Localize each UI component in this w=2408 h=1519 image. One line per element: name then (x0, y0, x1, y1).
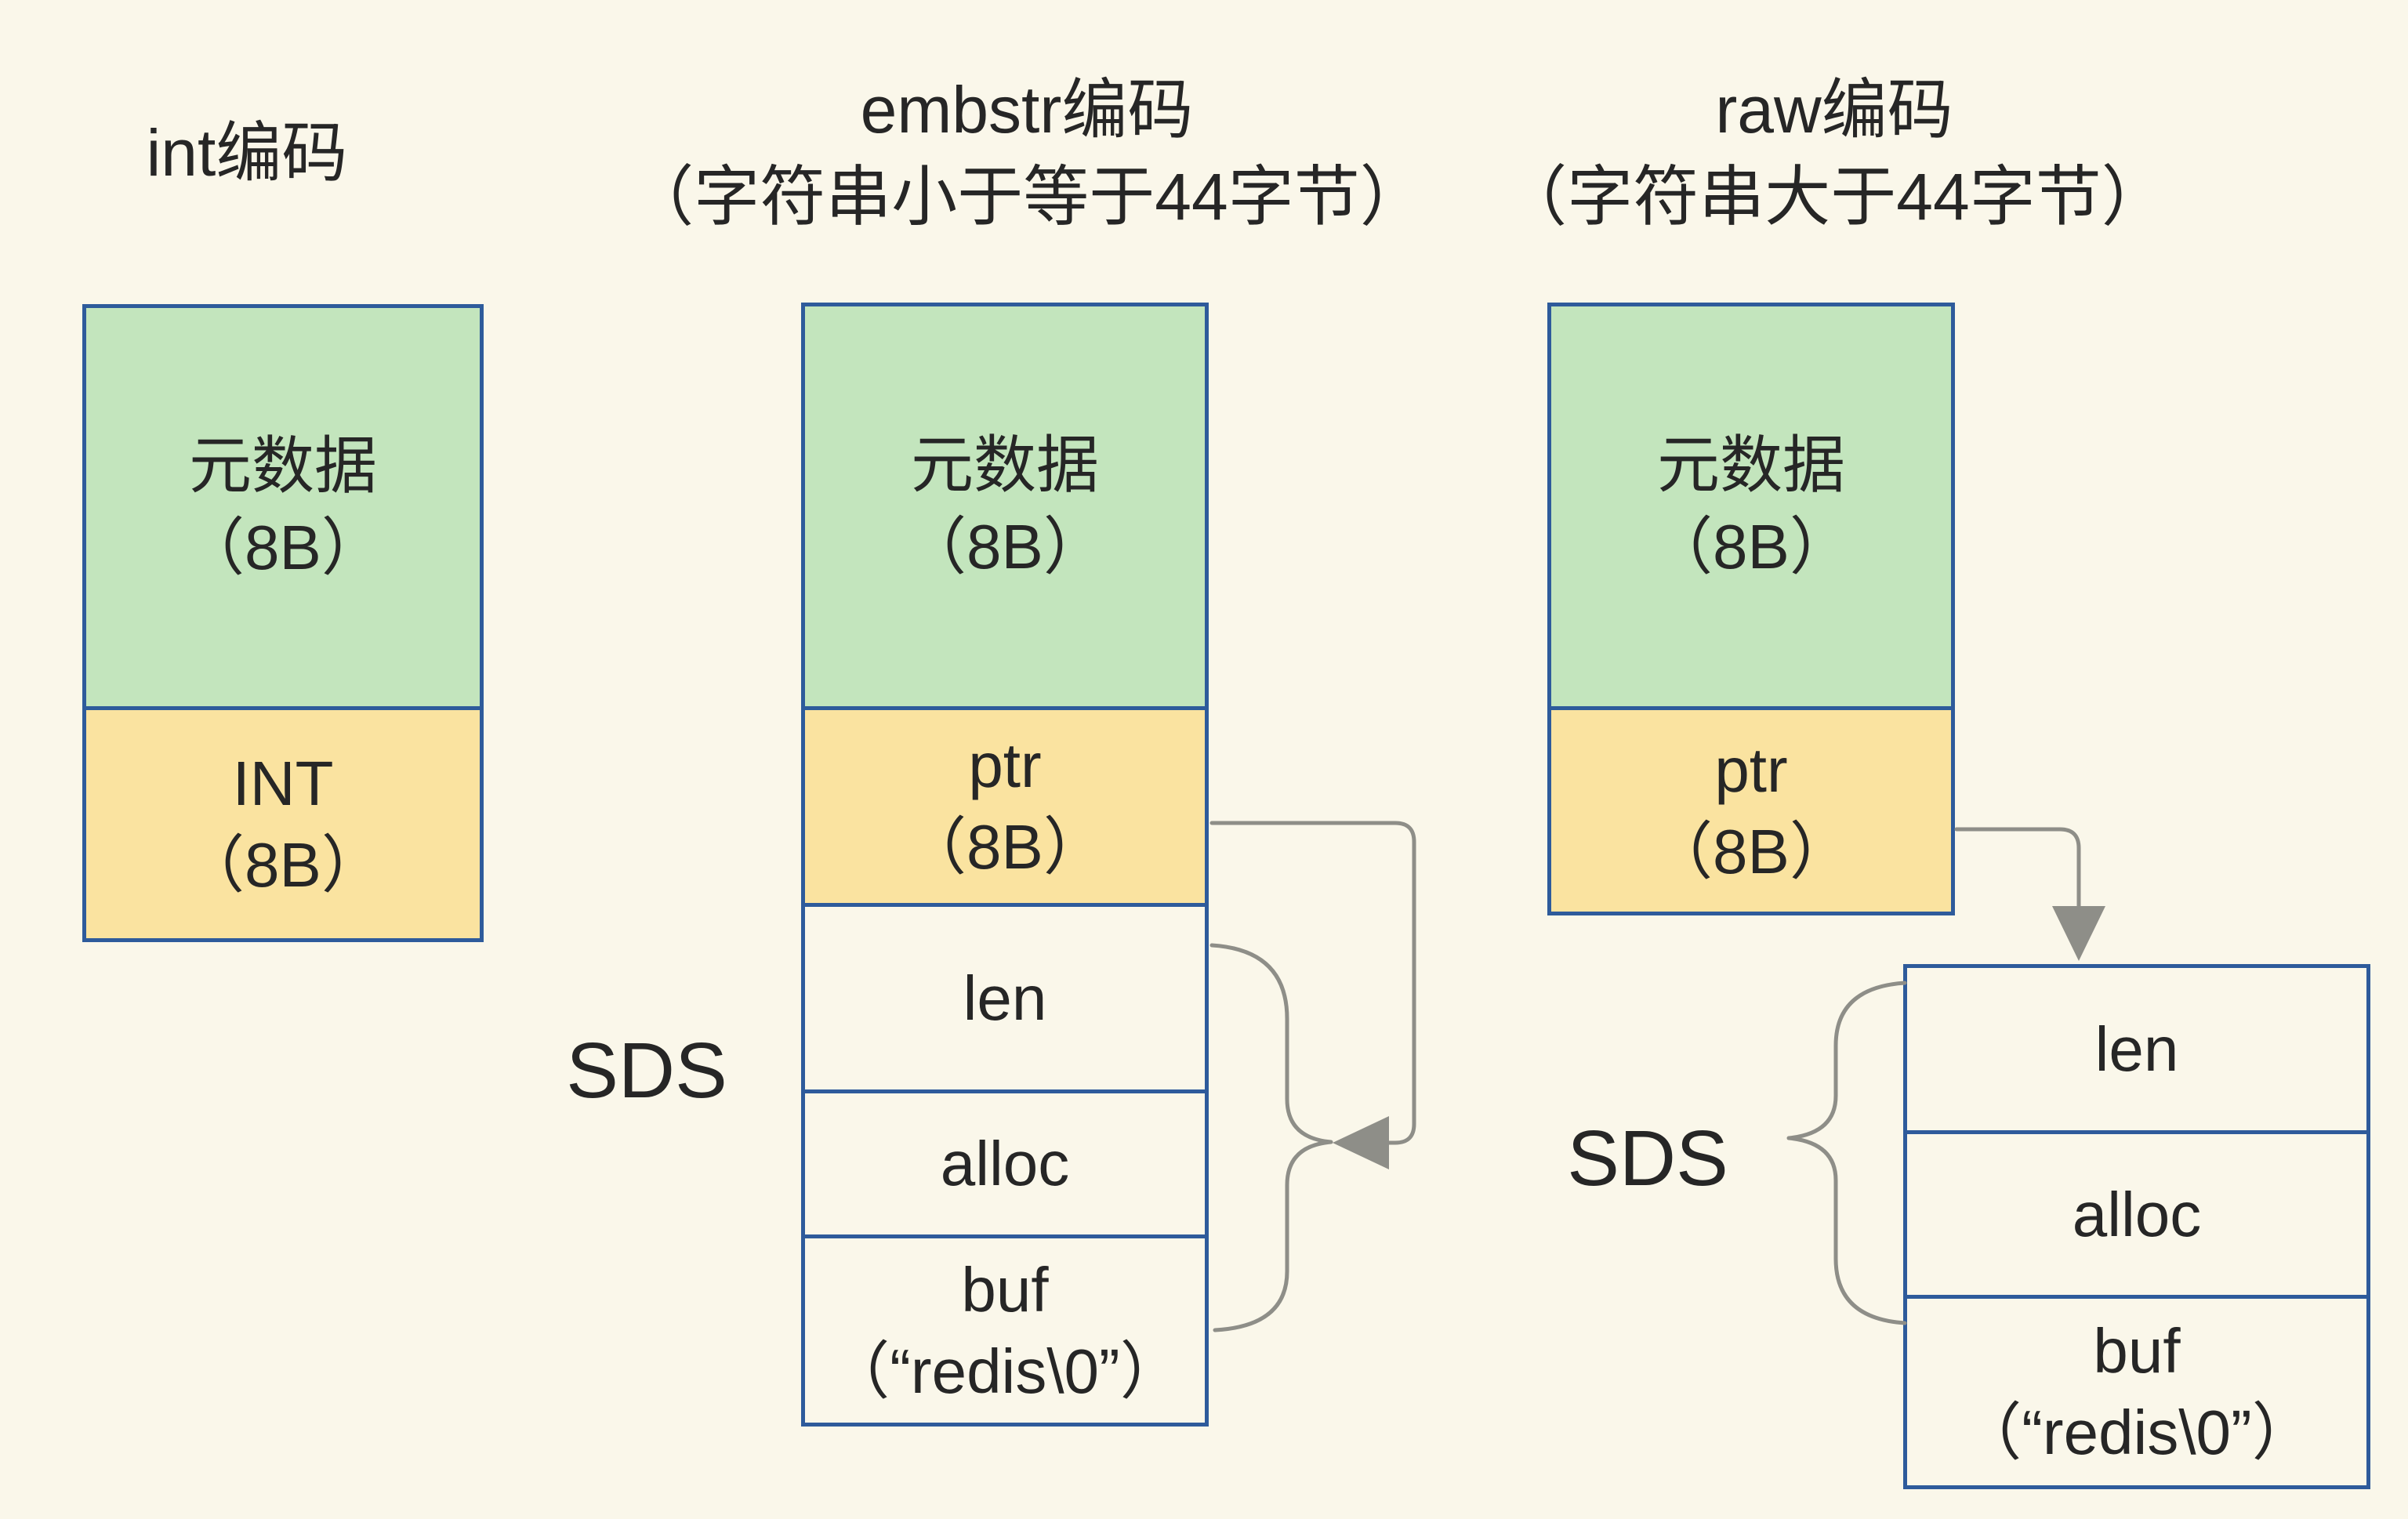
title-raw-line2: （字符串大于44字节） (1501, 159, 2167, 234)
raw-alloc-label: alloc (2072, 1179, 2202, 1249)
title-int-line1: int编码 (146, 116, 348, 190)
raw-ptr-label-line2: （8B） (1650, 816, 1852, 886)
embstr-ptr-arrow-line (1209, 821, 1416, 1145)
raw-len-cell: len (1903, 964, 2370, 1134)
embstr-alloc-label: alloc (940, 1129, 1070, 1198)
embstr-ptr-label-line2: （8B） (904, 812, 1106, 882)
title-raw-line1: raw编码 (1715, 73, 1953, 147)
embstr-ptr-label-line1: ptr (968, 730, 1042, 800)
embstr-metadata-label-line2: （8B） (904, 512, 1106, 582)
int-value-label-line1: INT (232, 748, 334, 818)
raw-ptr-arrow-line (1954, 827, 2081, 912)
raw-ptr-label-line1: ptr (1714, 734, 1788, 805)
raw-metadata-cell: 元数据 （8B） (1547, 303, 1955, 710)
raw-metadata-label-line1: 元数据 (1657, 430, 1845, 500)
embstr-sds-brace (1209, 943, 1333, 1332)
raw-buf-label-line2: （“redis\0”） (1959, 1398, 2315, 1467)
embstr-buf-label-line2: （“redis\0”） (827, 1336, 1183, 1406)
int-value-cell: INT （8B） (82, 706, 484, 942)
raw-alloc-cell: alloc (1903, 1130, 2370, 1299)
raw-sds-brace (1786, 981, 1907, 1325)
embstr-ptr-arrowhead-left-icon (1333, 1116, 1389, 1169)
raw-ptr-arrowhead-down-icon (2052, 906, 2105, 961)
raw-buf-label-line1: buf (2093, 1316, 2181, 1386)
int-value-label-line2: （8B） (182, 829, 384, 900)
embstr-buf-cell: buf （“redis\0”） (801, 1234, 1209, 1427)
embstr-ptr-cell: ptr （8B） (801, 706, 1209, 907)
embstr-len-cell: len (801, 903, 1209, 1093)
embstr-buf-label-line1: buf (961, 1254, 1049, 1325)
title-embstr-line1: embstr编码 (860, 73, 1194, 147)
raw-buf-cell: buf （“redis\0”） (1903, 1295, 2370, 1489)
embstr-len-label: len (963, 963, 1047, 1033)
embstr-alloc-cell: alloc (801, 1089, 1209, 1238)
raw-metadata-label-line2: （8B） (1650, 512, 1852, 582)
embstr-metadata-label-line1: 元数据 (911, 430, 1099, 500)
title-raw-encoding: raw编码 （字符串大于44字节） (1474, 67, 2195, 241)
raw-len-label: len (2094, 1013, 2179, 1084)
embstr-sds-label: SDS (566, 1027, 727, 1115)
int-metadata-label-line1: 元数据 (189, 431, 377, 501)
title-int-encoding: int编码 (51, 110, 443, 197)
int-metadata-cell: 元数据 （8B） (82, 304, 484, 710)
raw-sds-label: SDS (1567, 1115, 1728, 1202)
title-embstr-line2: （字符串小于等于44字节） (628, 159, 1426, 234)
embstr-metadata-cell: 元数据 （8B） (801, 303, 1209, 710)
title-embstr-encoding: embstr编码 （字符串小于等于44字节） (596, 67, 1458, 241)
raw-ptr-cell: ptr （8B） (1547, 706, 1955, 915)
int-metadata-label-line2: （8B） (182, 513, 384, 582)
